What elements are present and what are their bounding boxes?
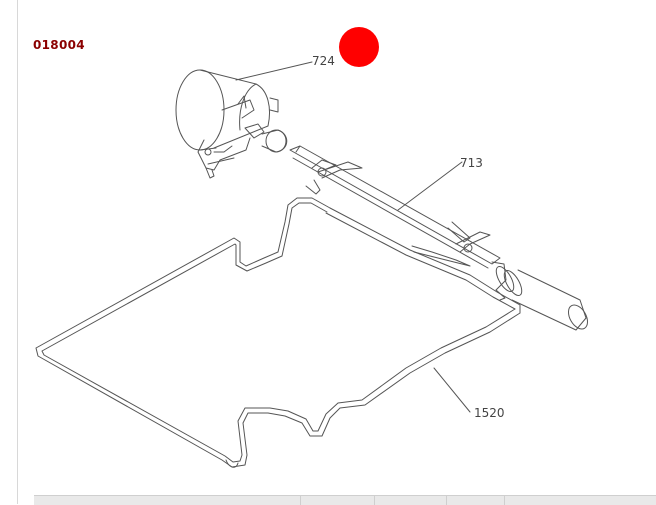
table-column-divider <box>446 496 447 505</box>
rotisserie-motor <box>175 69 288 179</box>
left-frame-border <box>0 0 18 504</box>
table-header-strip <box>34 495 656 505</box>
part-number-724: 724 <box>312 54 335 68</box>
table-column-divider <box>504 496 505 505</box>
page-code: 018004 <box>33 38 85 52</box>
part-number-1520: 1520 <box>474 406 505 420</box>
oven-rack-wire <box>35 197 521 468</box>
part-number-713: 713 <box>460 156 483 170</box>
table-column-divider <box>300 496 301 505</box>
red-marker-dot <box>339 27 379 67</box>
leader-line-713 <box>397 161 463 211</box>
rotisserie-spit <box>289 145 588 331</box>
leader-line-724 <box>235 61 313 81</box>
leader-line-1520 <box>433 367 471 413</box>
table-column-divider <box>374 496 375 505</box>
